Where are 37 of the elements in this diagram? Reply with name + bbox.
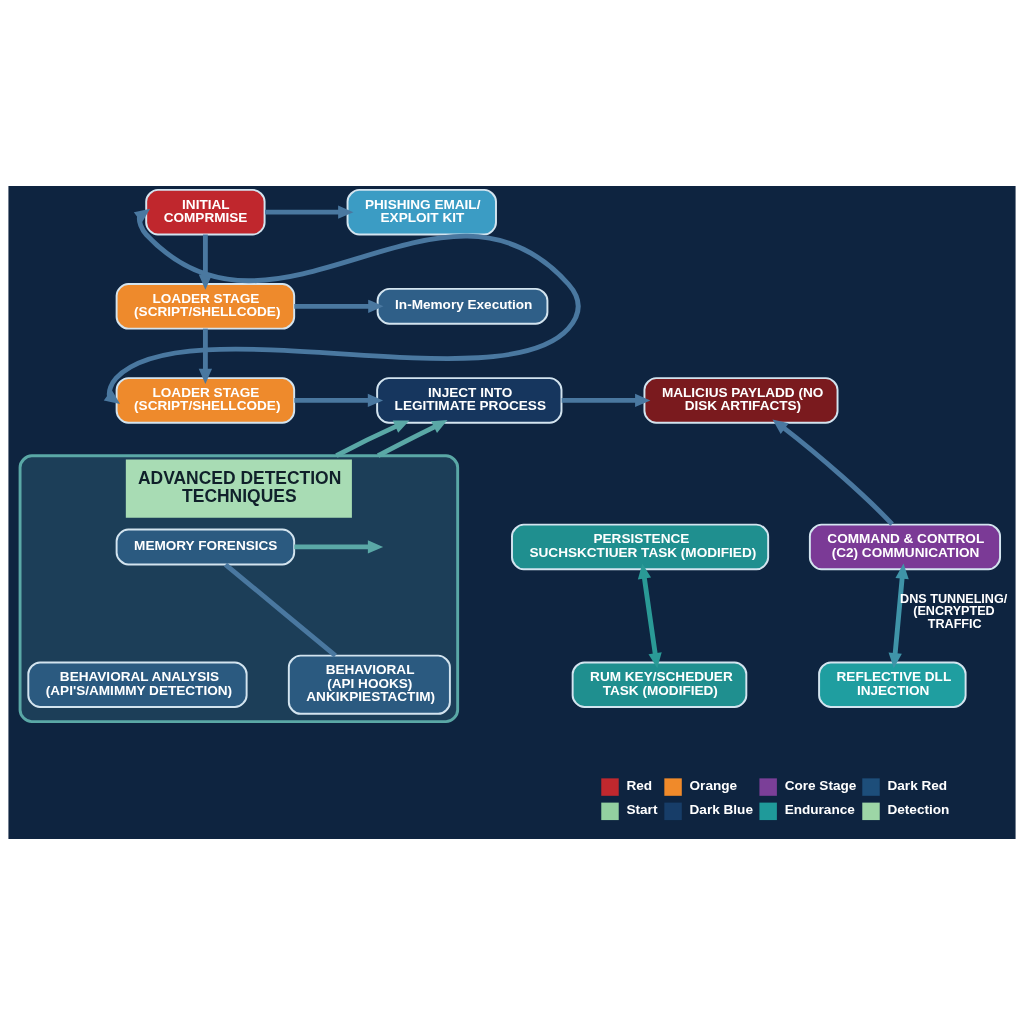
node-box: In-Memory Execution (376, 287, 549, 325)
arrow (198, 234, 213, 290)
node-box: INITIAL COMPRMISE (145, 188, 266, 235)
arrow (561, 393, 651, 407)
arrow (265, 205, 354, 219)
legend-label: Endurance (784, 801, 855, 817)
legend-label: Detection (887, 801, 950, 817)
arrow (637, 562, 662, 668)
node-box: PHISHING EMAIL/ EXPLOIT KIT (346, 188, 497, 235)
node-box: LOADER STAGE (SCRIPT/SHELLCODE) (115, 376, 296, 424)
edge-label: DNS TUNNELING/ (ENCRYPTED TRAFFIC (900, 591, 1008, 631)
legend-label: Red (626, 777, 653, 793)
legend-label: Dark Red (887, 777, 948, 793)
arrow (198, 328, 213, 384)
arrow (294, 299, 384, 313)
arrow (294, 539, 384, 554)
arrow (888, 562, 909, 668)
connector (223, 562, 337, 657)
arrow (335, 419, 410, 458)
node-box: INJECT INTO LEGITIMATE PROCESS (376, 376, 563, 424)
node-box: PERSISTENCE SUCHSKCTIUER TASK (MODIFIED) (511, 523, 770, 570)
node-box: REFLECTIVE DLL INJECTION (818, 660, 967, 708)
node-box: MALICIUS PAYLADD (NO DISK ARTIFACTS) (643, 376, 839, 424)
legend-label: Start (626, 801, 658, 817)
arrow (376, 419, 448, 458)
node-box: RUM KEY/SCHEDUER TASK (MODIFIED) (571, 660, 748, 708)
node-box: COMMAND & CONTROL (C2) COMMUNICATION (808, 523, 1001, 570)
legend-label: Core Stage (784, 777, 857, 793)
legend-label: Orange (689, 777, 738, 793)
node-box: LOADER STAGE (SCRIPT/SHELLCODE) (115, 282, 296, 330)
arrow (772, 418, 894, 526)
node-box: BEHAVIORAL ANALYSIS (API'S/AMIMMY DETECTION) (27, 660, 248, 708)
arrow (294, 393, 384, 407)
legend-label: Dark Blue (689, 801, 753, 817)
arrow (103, 208, 581, 404)
node-box: BEHAVIORAL (API HOOKS) ANKIKPIESTACTIM) (287, 654, 451, 715)
node-box: MEMORY FORENSICS (115, 528, 296, 565)
